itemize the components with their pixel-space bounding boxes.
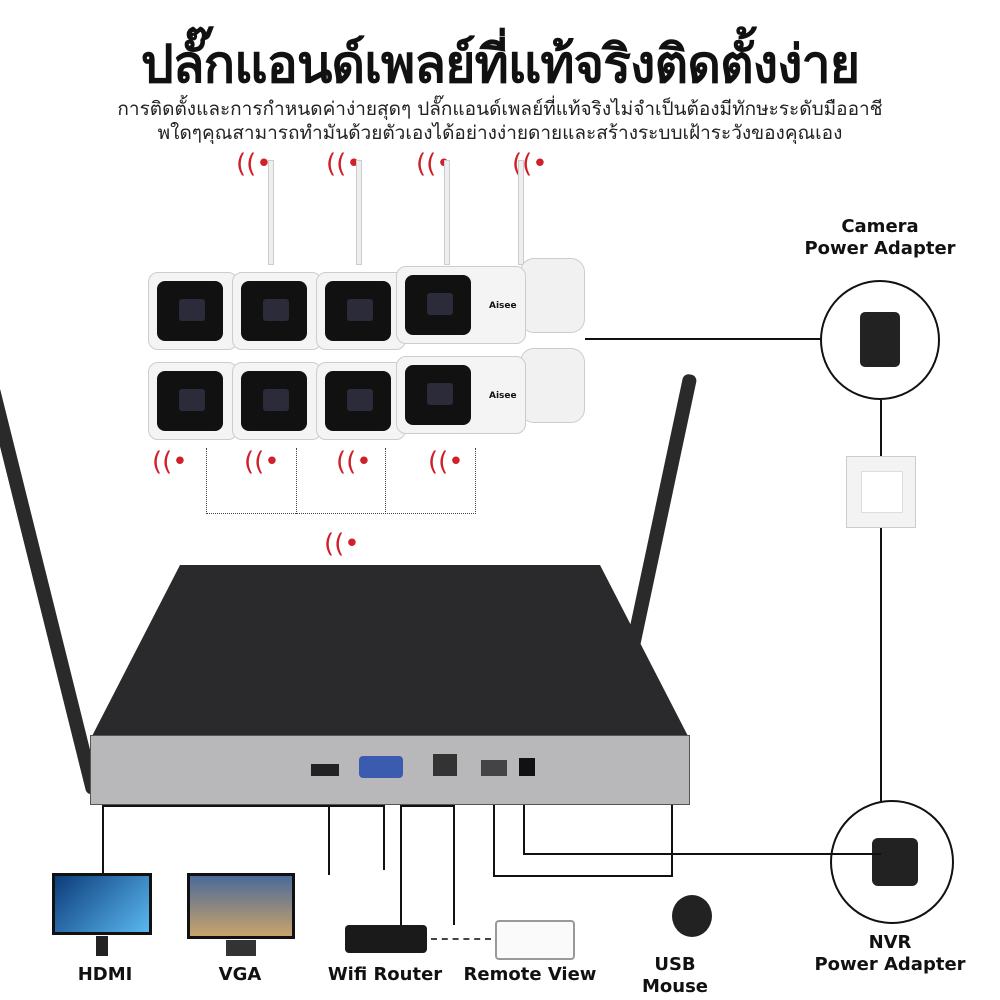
- usb-cable: [493, 805, 673, 877]
- nvr-top: [90, 565, 690, 740]
- remote-devices: [495, 920, 575, 960]
- dashed-link: [431, 938, 491, 940]
- brand-logo: Aisee: [489, 391, 517, 401]
- camera: [316, 362, 406, 440]
- lan-port: [433, 754, 457, 776]
- usb-port: [481, 760, 507, 776]
- power-cable: [585, 338, 823, 340]
- camera-antenna: [356, 160, 362, 265]
- hdmi-port: [311, 764, 339, 776]
- camera-power-adapter: [820, 280, 940, 400]
- wireless-link-dotted: [296, 448, 386, 514]
- camera: Aisee: [396, 266, 526, 344]
- vga-label: VGA: [218, 964, 262, 985]
- camera-antenna: [518, 160, 524, 265]
- monitor-stand: [226, 940, 256, 956]
- camera: Aisee: [396, 356, 526, 434]
- hdmi-monitor: [52, 873, 152, 935]
- subtitle-line-2: พใดๆคุณสามารถทำมันด้วยตัวเองได้อย่างง่าย…: [157, 122, 843, 144]
- brand-logo: Aisee: [489, 301, 517, 311]
- wifi-icon: ((•: [428, 447, 464, 477]
- camera: [148, 272, 238, 350]
- camera-antenna: [444, 160, 450, 265]
- wifi-icon: ((•: [152, 447, 188, 477]
- lan-cable: [400, 805, 455, 925]
- camera: [148, 362, 238, 440]
- wifi-icon: ((•: [244, 447, 280, 477]
- wireless-link-dotted: [206, 448, 476, 514]
- remote-view-label: Remote View: [463, 964, 597, 985]
- vga-cable: [240, 805, 385, 870]
- camera: [232, 272, 322, 350]
- nvr-back-panel: [90, 735, 690, 805]
- camera: [316, 272, 406, 350]
- nvr-power-adapter: [830, 800, 954, 924]
- hdmi-cable: [102, 805, 330, 875]
- camera: [232, 362, 322, 440]
- wifi-icon: ((•: [324, 529, 360, 559]
- vga-port: [359, 756, 403, 778]
- nvr-antenna: [0, 384, 101, 796]
- subtitle-line-1: การติดตั้งและการกำหนดค่าง่ายสุดๆ ปลั๊กแอ…: [117, 98, 883, 120]
- adapter-icon: [872, 838, 918, 886]
- adapter-icon: [860, 312, 900, 367]
- wifi-icon: ((•: [512, 149, 548, 179]
- router-label: Wifi Router: [327, 964, 443, 985]
- usb-mouse: [672, 895, 712, 937]
- camera-mount: [520, 258, 585, 333]
- camera-adapter-label: Power Adapter: [804, 238, 956, 259]
- wall-socket: [846, 456, 916, 528]
- wifi-icon: ((•: [236, 149, 272, 179]
- vga-monitor: [187, 873, 295, 939]
- hdmi-label: HDMI: [77, 964, 133, 985]
- mouse-label: Mouse: [641, 976, 708, 997]
- nvr-adapter-label: Power Adapter: [814, 954, 966, 975]
- camera-adapter-label: Camera: [841, 216, 919, 237]
- wifi-icon: ((•: [336, 447, 372, 477]
- power-cable: [523, 805, 881, 855]
- wifi-router: [345, 925, 427, 953]
- monitor-stand: [96, 936, 108, 956]
- power-cable: [880, 400, 882, 855]
- camera-antenna: [268, 160, 274, 265]
- power-port: [519, 758, 535, 776]
- camera-mount: [520, 348, 585, 423]
- usb-label: USB: [654, 954, 696, 975]
- page-title: ปลั๊กแอนด์เพลย์ที่แท้จริงติดตั้งง่าย: [140, 35, 860, 95]
- wifi-icon: ((•: [326, 149, 362, 179]
- nvr-adapter-label: NVR: [868, 932, 912, 953]
